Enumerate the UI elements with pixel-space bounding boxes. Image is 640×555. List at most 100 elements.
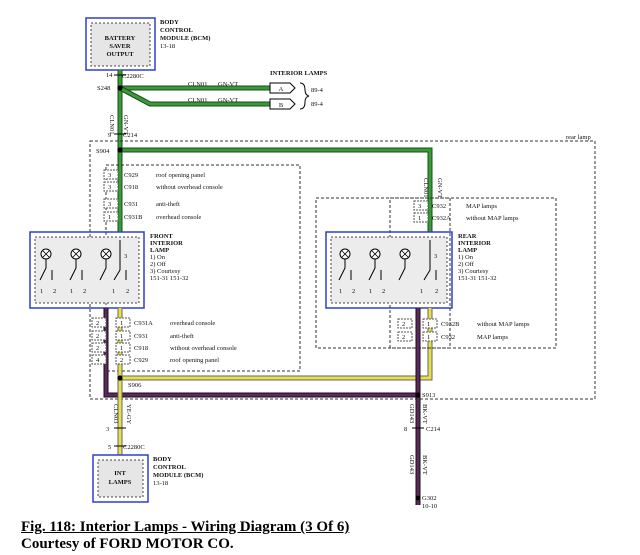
connector-name: C931A bbox=[134, 320, 153, 327]
cln01-label-a: CLN01 bbox=[188, 81, 208, 88]
pin: 1 bbox=[40, 288, 43, 295]
pin: 1 bbox=[108, 214, 111, 221]
s913-label: S913 bbox=[422, 392, 435, 399]
figure-caption: Fig. 118: Interior Lamps - Wiring Diagra… bbox=[21, 519, 350, 535]
connector-name: C929 bbox=[134, 357, 148, 364]
front-lamp-o2: 2) Off bbox=[150, 261, 167, 268]
connector-note: anti-theft bbox=[170, 333, 194, 340]
interior-lamps-ref-b: 89-4 bbox=[311, 101, 324, 108]
connector-name: C932A bbox=[432, 215, 451, 222]
bcm-bottom-line3: MODULE (BCM) bbox=[153, 472, 203, 479]
connector-note: anti-theft bbox=[156, 201, 180, 208]
rear-lamp-o3: 3) Courtesy bbox=[458, 268, 489, 275]
gnvt-vertical-label: GN-VT bbox=[122, 115, 129, 135]
splice-s904 bbox=[117, 147, 123, 153]
figure-courtesy: Courtesy of FORD MOTOR CO. bbox=[21, 536, 234, 552]
c214-bottom-label: C214 bbox=[426, 426, 441, 433]
pin: 3 bbox=[124, 253, 127, 260]
g302-label: G302 bbox=[422, 495, 436, 502]
rear-top-connectors: 3 C932 MAP lamps 1 C932A without MAP lam… bbox=[413, 200, 519, 223]
pin: 2 bbox=[83, 288, 86, 295]
front-bottom-connector-1: 2 1 C931A overhead console bbox=[91, 317, 215, 328]
rear-bottom-connectors: 2 1 C932B without MAP lamps 2 1 C932 MAP… bbox=[397, 318, 530, 342]
splice-s248 bbox=[117, 85, 123, 91]
pin: 2 bbox=[96, 333, 99, 340]
pin: 1 bbox=[120, 345, 123, 352]
pin: 1 bbox=[418, 215, 421, 222]
gd143-label-2: GD143 bbox=[408, 455, 415, 474]
connector-note: without overhead console bbox=[156, 184, 223, 191]
front-lamp-o3: 3) Courtesy bbox=[150, 268, 181, 275]
rear-bottom-connector-2: 2 1 C932 MAP lamps bbox=[397, 331, 508, 342]
interior-lamps-a: A bbox=[279, 86, 284, 93]
pin: 1 bbox=[339, 288, 342, 295]
rear-interior-lamp: 1 2 1 2 3 1 2 REAR INTERIOR LAMP 1) On 2… bbox=[325, 231, 496, 309]
connector-note: without MAP lamps bbox=[466, 215, 519, 222]
bcm-top-line2: CONTROL bbox=[160, 27, 194, 34]
pin: 4 bbox=[96, 357, 100, 364]
lamp-bulb-icon bbox=[339, 248, 411, 260]
front-top-connector-4: 1 C931B overhead console bbox=[103, 211, 201, 222]
rear-lamp-l1: REAR bbox=[458, 233, 477, 240]
bcm-top-ref: 13-18 bbox=[160, 43, 175, 50]
splice-s906 bbox=[117, 375, 123, 381]
bcm-bottom-line2: CONTROL bbox=[153, 464, 187, 471]
bkvt-label-2: BK-VT bbox=[421, 455, 428, 475]
rear-lamp-l2: INTERIOR bbox=[458, 240, 491, 247]
pin: 2 bbox=[96, 345, 99, 352]
connector-name: C918 bbox=[124, 184, 138, 191]
front-lamp-l3: LAMP bbox=[150, 247, 169, 254]
cln03-label: CLN03 bbox=[112, 404, 119, 424]
c214-bottom-pin-left: 3 bbox=[106, 426, 109, 433]
connector-name: C931B bbox=[124, 214, 143, 221]
front-lower-wires bbox=[103, 308, 433, 455]
bcm-top-func2: SAVER bbox=[109, 43, 131, 50]
yegy-label: YE-GY bbox=[125, 404, 132, 425]
connector-note: roof opening panel bbox=[170, 357, 219, 364]
pin: 1 bbox=[70, 288, 73, 295]
pin: 2 bbox=[126, 288, 129, 295]
gnvt-rear-label: GN-VT bbox=[436, 178, 443, 198]
connector-note: without MAP lamps bbox=[477, 321, 530, 328]
connector-note: MAP lamps bbox=[477, 334, 508, 341]
front-bottom-connector-3: 2 1 C918 without overhead console bbox=[91, 342, 237, 353]
s248-label: S248 bbox=[97, 85, 110, 92]
pin: 1 bbox=[369, 288, 372, 295]
pin: 1 bbox=[120, 320, 123, 327]
gd143-label-1: GD143 bbox=[408, 404, 415, 423]
front-top-connector-1: 3 C929 roof opening panel bbox=[103, 169, 205, 180]
connector-name: C918 bbox=[134, 345, 148, 352]
cln01-label-b: CLN01 bbox=[188, 97, 208, 104]
rear-bottom-connector-1: 2 1 C932B without MAP lamps bbox=[397, 318, 530, 329]
pin: 3 bbox=[108, 172, 111, 179]
front-bottom-connectors: 2 1 C931A overhead console 2 1 C931 anti… bbox=[91, 317, 237, 365]
front-lamp-refs: 151-31 151-32 bbox=[150, 275, 188, 282]
bcm-bottom-func1: INT bbox=[114, 470, 126, 477]
bcm-top-line3: MODULE (BCM) bbox=[160, 35, 210, 42]
pin: 1 bbox=[112, 288, 115, 295]
front-interior-lamp: 1 2 1 2 3 1 2 FRONT INTERIOR LAMP 1) On … bbox=[29, 231, 188, 309]
c2280c-bottom-label: C2280C bbox=[123, 444, 145, 451]
pin: 2 bbox=[53, 288, 56, 295]
bcm-top-func3: OUTPUT bbox=[106, 51, 134, 58]
c214-bottom-pin-right: 8 bbox=[404, 426, 407, 433]
splice-s913 bbox=[415, 392, 421, 398]
connector-name: C931 bbox=[124, 201, 138, 208]
pin: 3 bbox=[418, 203, 421, 210]
rear-lamp-l3: LAMP bbox=[458, 247, 477, 254]
bcm-top-func1: BATTERY bbox=[105, 35, 136, 42]
pin: 2 bbox=[382, 288, 385, 295]
interior-lamps-b: B bbox=[279, 102, 284, 109]
front-lamp-o1: 1) On bbox=[150, 254, 166, 261]
connector-name: C932 bbox=[432, 203, 446, 210]
gnvt-label-a: GN-VT bbox=[218, 81, 238, 88]
bcm-bottom-line1: BODY bbox=[153, 456, 172, 463]
cln01-vertical-label: CLN01 bbox=[108, 115, 115, 135]
rear-lamp-o1: 1) On bbox=[458, 254, 474, 261]
connector-name: C931 bbox=[134, 333, 148, 340]
front-top-connector-3: 3 C931 anti-theft bbox=[103, 198, 180, 209]
c2280c-top-pin: 14 bbox=[106, 72, 113, 79]
pin: 2 bbox=[120, 357, 123, 364]
front-lamp-l2: INTERIOR bbox=[150, 240, 183, 247]
rear-lamp-refs: 151-31 151-32 bbox=[458, 275, 496, 282]
